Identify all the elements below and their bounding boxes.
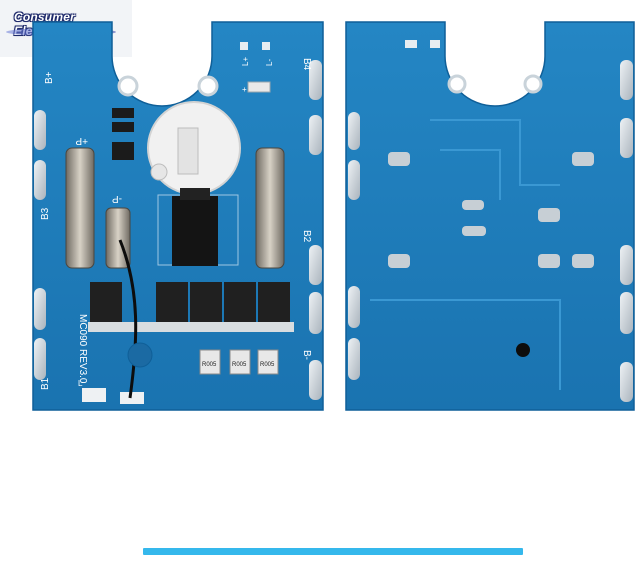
label-l-plus: L+ — [241, 57, 250, 66]
label-p-plus: +P — [75, 135, 88, 146]
label-b2: B2 — [301, 230, 312, 243]
label-res3: R005 — [260, 362, 275, 368]
label-b-minus: B- — [301, 350, 312, 360]
accent-bar — [143, 548, 523, 555]
label-res2: R005 — [232, 362, 247, 368]
label-model: MC090 REV3.0 — [77, 314, 88, 384]
pcb-front-labels: B+ B4 B3 B2 B- B1 +P -P MC090 REV3.0 R00… — [40, 57, 312, 390]
pcb-back — [345, 21, 635, 411]
label-res1: R005 — [202, 362, 217, 368]
label-b4: B4 — [301, 58, 312, 71]
label-l-small: L — [78, 379, 83, 388]
label-b3: B3 — [40, 207, 51, 220]
label-b1: B1 — [40, 377, 51, 390]
label-l-minus: L- — [265, 59, 274, 66]
label-led-plus: + — [242, 85, 247, 94]
label-b-plus: B+ — [44, 71, 55, 84]
label-p-minus: -P — [112, 193, 122, 204]
pcb-front — [32, 21, 324, 411]
logo-text-line1: Consumer — [14, 10, 75, 24]
